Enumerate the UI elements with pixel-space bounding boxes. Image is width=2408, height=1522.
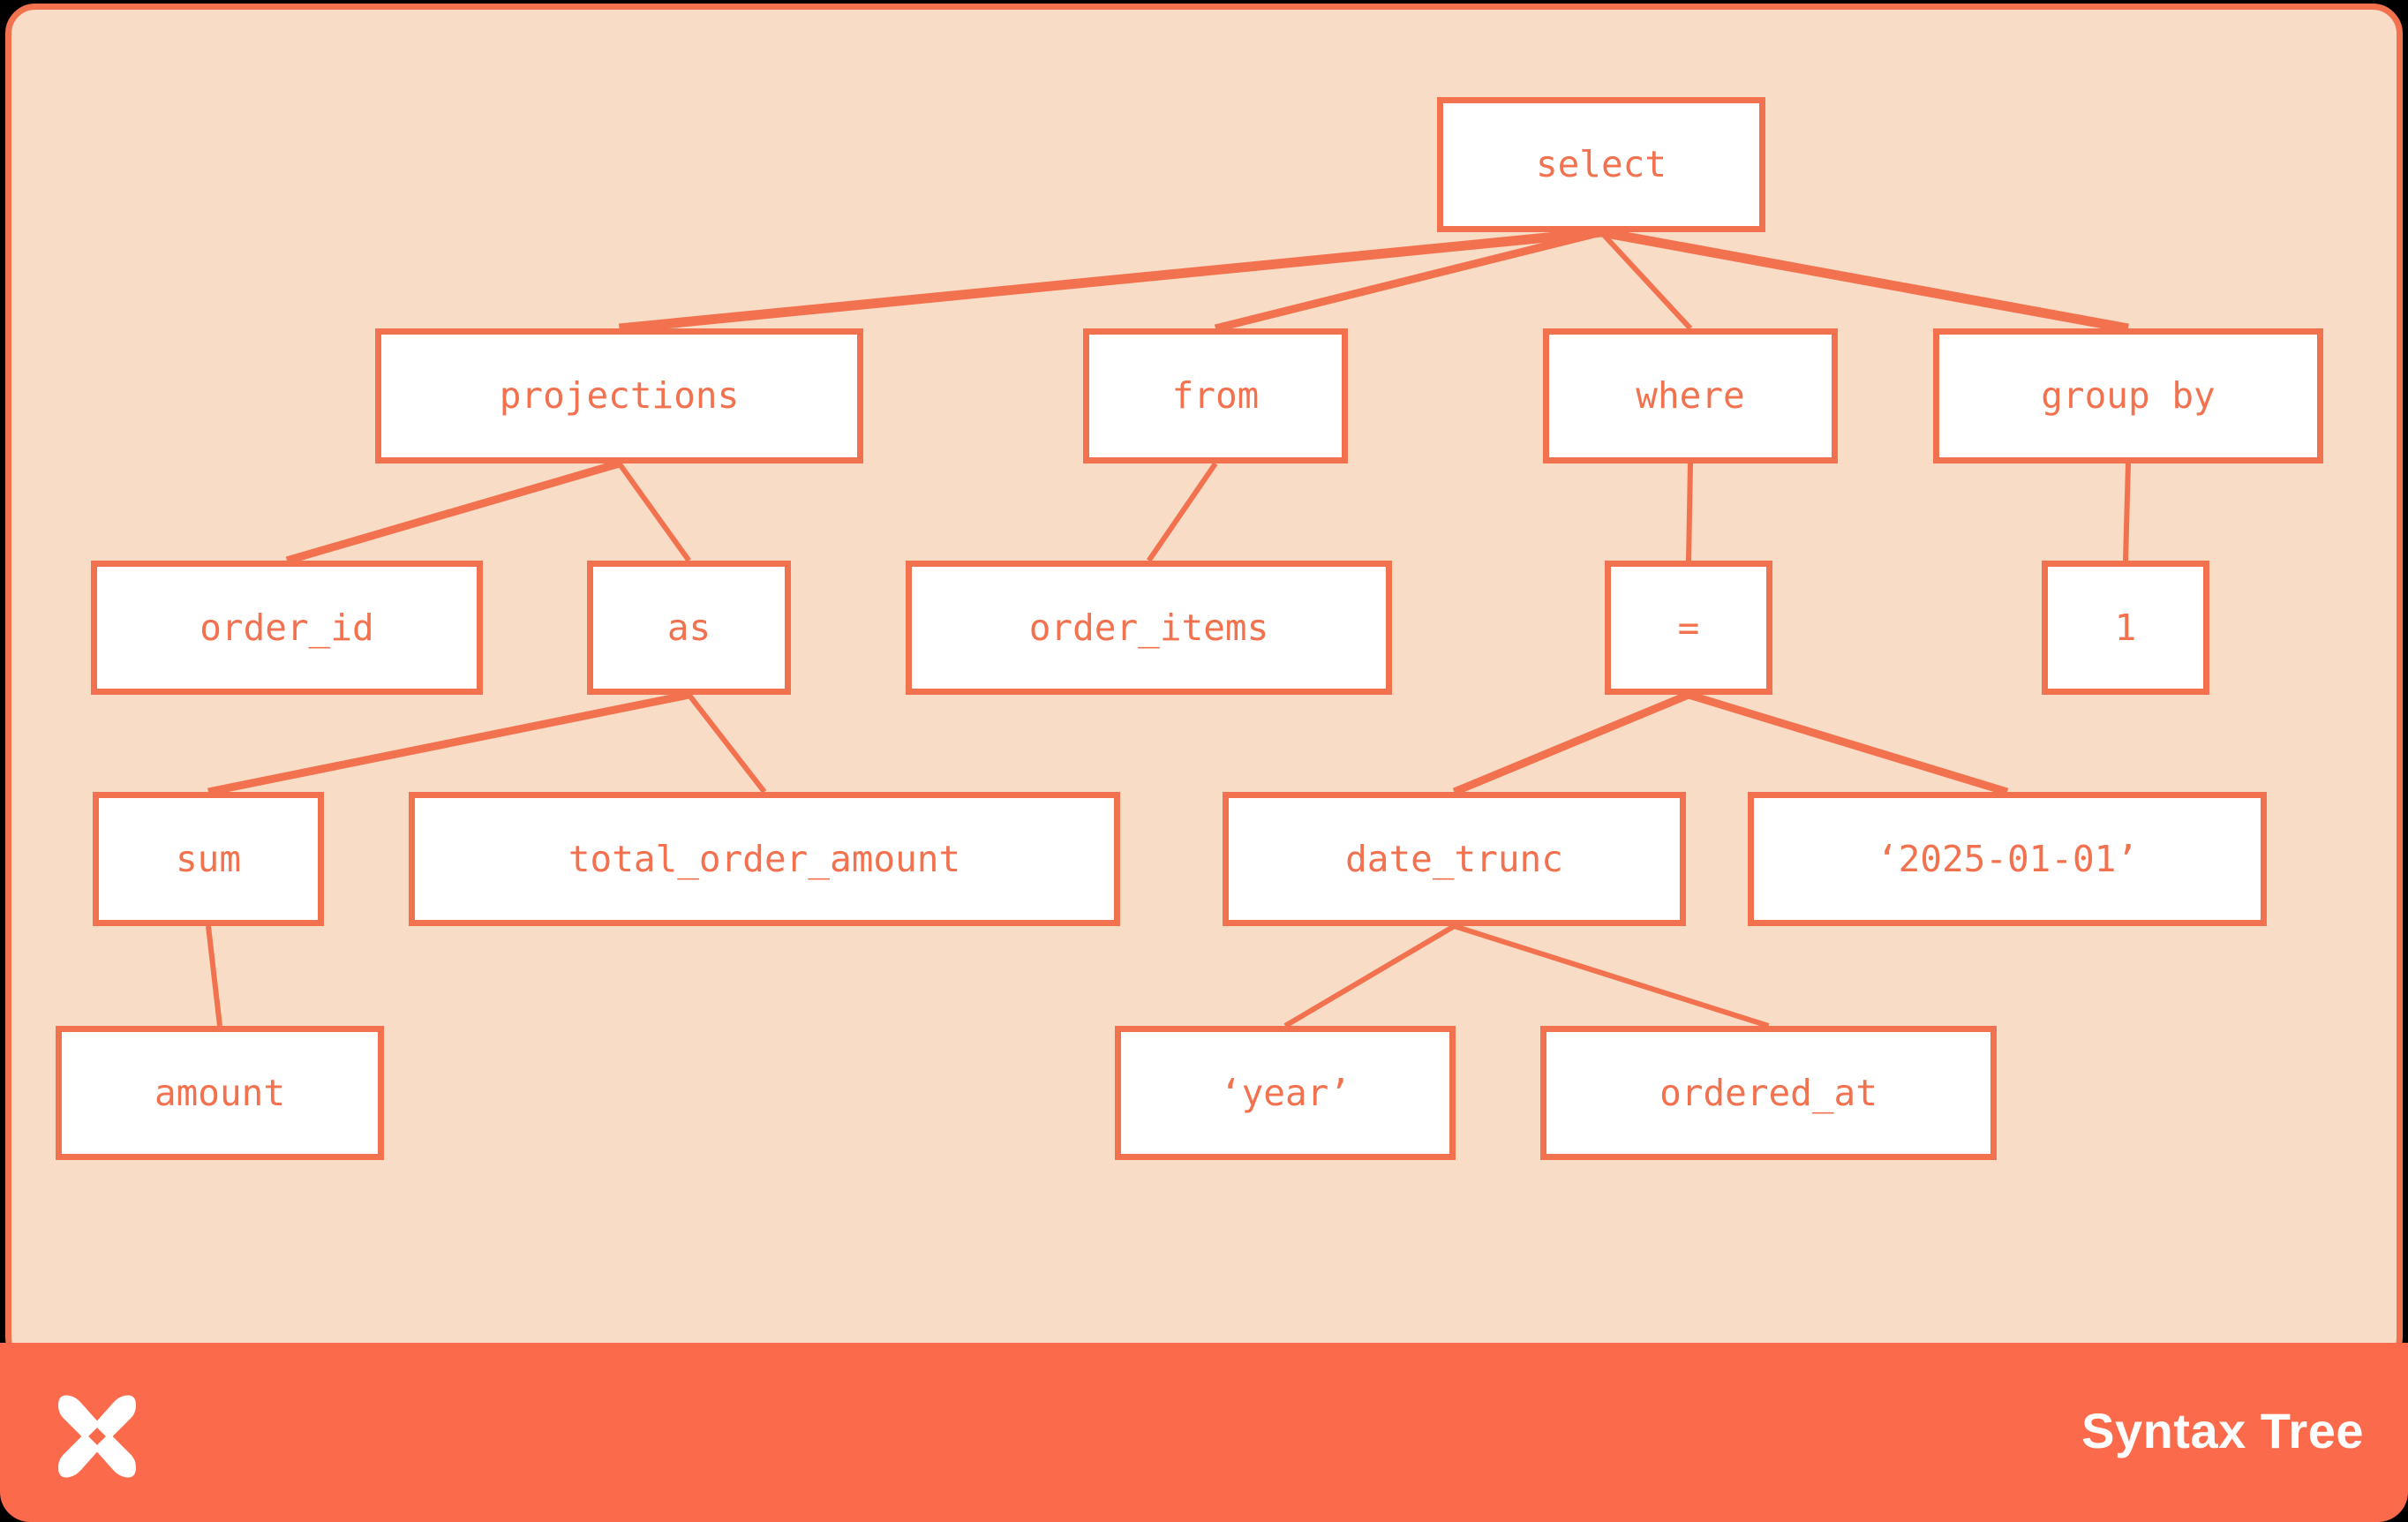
tree-node-sum[interactable]: sum bbox=[93, 792, 324, 926]
tree-node-ordered_at[interactable]: ordered_at bbox=[1540, 1026, 1997, 1160]
tree-node-date_literal[interactable]: ‘2025-01-01’ bbox=[1748, 792, 2267, 926]
footer-bar bbox=[0, 1343, 2408, 1522]
tree-node-projections[interactable]: projections bbox=[375, 328, 863, 463]
tree-node-group_by[interactable]: group by bbox=[1933, 328, 2323, 463]
tree-node-total_order_amount[interactable]: total_order_amount bbox=[409, 792, 1120, 926]
tree-node-one[interactable]: 1 bbox=[2042, 561, 2209, 695]
tree-node-order_id[interactable]: order_id bbox=[91, 561, 483, 695]
tree-node-year_literal[interactable]: ‘year’ bbox=[1115, 1026, 1456, 1160]
tree-node-date_trunc[interactable]: date_trunc bbox=[1223, 792, 1686, 926]
tree-node-as[interactable]: as bbox=[587, 561, 791, 695]
x-star-logo-icon bbox=[58, 1395, 136, 1478]
tree-node-where[interactable]: where bbox=[1543, 328, 1838, 463]
tree-node-from[interactable]: from bbox=[1083, 328, 1348, 463]
tree-node-select[interactable]: select bbox=[1437, 97, 1765, 232]
tree-node-amount[interactable]: amount bbox=[56, 1026, 384, 1160]
tree-node-order_items[interactable]: order_items bbox=[906, 561, 1392, 695]
footer-title: Syntax Tree bbox=[2081, 1403, 2364, 1458]
tree-node-eq[interactable]: = bbox=[1605, 561, 1772, 695]
